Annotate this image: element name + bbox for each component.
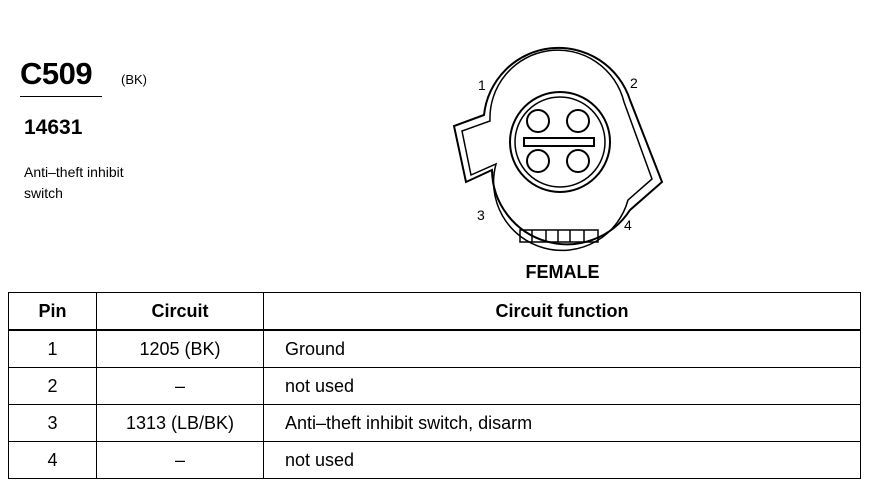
pin-label-2: 2: [630, 75, 638, 91]
cell-function: not used: [263, 441, 861, 479]
cell-circuit: 1205 (BK): [96, 329, 264, 368]
cell-pin: 2: [8, 367, 97, 405]
pin-label-1: 1: [478, 77, 486, 93]
cell-circuit: –: [96, 441, 264, 479]
cell-function: Ground: [263, 329, 861, 368]
header-circuit-function: Circuit function: [263, 292, 861, 331]
cell-circuit: 1313 (LB/BK): [96, 404, 264, 442]
pin-socket-4: [566, 149, 590, 173]
cell-pin: 1: [8, 329, 97, 368]
pin-socket-2: [566, 109, 590, 133]
header-circuit: Circuit: [96, 292, 264, 331]
connector-id: C509: [20, 56, 93, 91]
pin-label-4: 4: [624, 217, 632, 233]
connector-description: Anti–theft inhibit switch: [24, 164, 124, 201]
part-number: 14631: [24, 116, 83, 139]
table-row: 4 – not used: [8, 441, 861, 479]
cell-circuit: –: [96, 367, 264, 405]
connector-housing-inner: [461, 49, 653, 252]
table-header-row: Pin Circuit Circuit function: [8, 292, 861, 331]
connector-latch: [519, 229, 599, 243]
pin-socket-1: [526, 109, 550, 133]
table-row: 2 – not used: [8, 367, 861, 405]
connector-color: (BK): [121, 72, 147, 87]
pin-cavity-outer: [509, 91, 611, 193]
table-row: 1 1205 (BK) Ground: [8, 329, 861, 368]
pin-cavity-inner: [514, 96, 606, 188]
pin-socket-3: [526, 149, 550, 173]
cell-pin: 4: [8, 441, 97, 479]
pin-label-3: 3: [477, 207, 485, 223]
title-rule: [20, 96, 102, 97]
connector-gender: FEMALE: [525, 262, 600, 282]
cell-function: not used: [263, 367, 861, 405]
header-pin: Pin: [8, 292, 97, 331]
table-row: 3 1313 (LB/BK) Anti–theft inhibit switch…: [8, 404, 861, 442]
cell-function: Anti–theft inhibit switch, disarm: [263, 404, 861, 442]
pin-table: Pin Circuit Circuit function 1 1205 (BK)…: [8, 292, 861, 479]
connector-face-diagram: 1 2 3 4: [452, 46, 664, 252]
cell-pin: 3: [8, 404, 97, 442]
connector-housing-outline: [452, 46, 664, 246]
keying-bar: [523, 137, 595, 147]
